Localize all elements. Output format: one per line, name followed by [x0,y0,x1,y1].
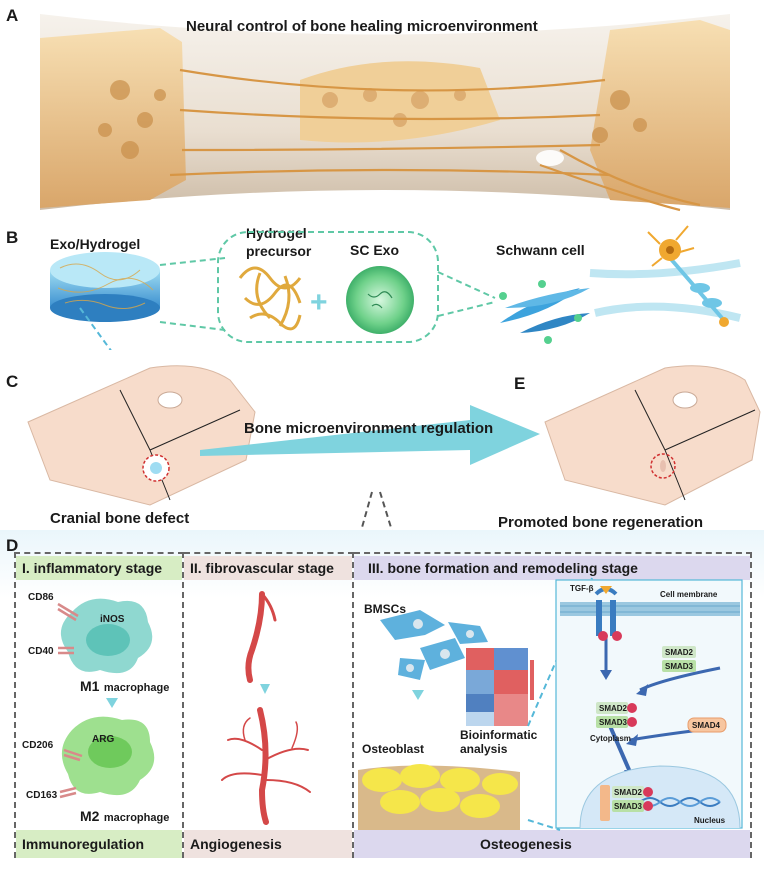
vessel-arrow [260,684,270,694]
tgfb-label: TGF-β [570,584,594,593]
stage1-header: I. inflammatory stage [16,556,182,580]
hydrogel-precursor-line1: Hydrogel [246,225,307,241]
bioinformatic-line1: Bioinformatic [460,728,538,742]
osteoblast-tissue [358,764,520,830]
panel-b: B Exo/Hydrogel Hydrogel precursor SC Exo… [0,218,764,350]
smad3-nuc-label: SMAD3 [614,802,643,811]
m1-suffix: macrophage [103,682,170,694]
panel-c-e: C E Bone microenvironment regulation Cra… [0,350,764,531]
stage2-header: II. fibrovascular stage [184,556,352,580]
smad2-nuc-label: SMAD2 [614,788,643,797]
bioinformatic-line2: analysis [460,742,508,756]
osteogenesis-footer: Osteogenesis [354,830,750,858]
cranial-defect-label: Cranial bone defect [50,510,190,527]
m1-prefix: M1 [80,678,100,694]
m1-macrophage [57,598,153,674]
sc-exo-vesicle [346,266,414,334]
skull-regenerated [544,365,761,506]
angiogenesis-footer: Angiogenesis [184,830,352,858]
schwann-cell-shapes [499,280,590,344]
smad2-receptor-label: SMAD2 [665,648,694,657]
bone-nerve-illustration [40,14,730,212]
panel-b-graphics: + [50,225,741,350]
blood-vessels [221,591,311,825]
cd40-label: CD40 [28,646,54,657]
hydrogel-precursor-fibers [238,266,302,331]
m1-macrophage-label: M1 macrophage [80,678,169,696]
smad4-label: SMAD4 [692,721,721,730]
bmscs-label: BMSCs [364,602,407,616]
skull-with-defect [27,365,256,506]
m1-to-m2-arrow [106,698,118,708]
smad3-receptor-label: SMAD3 [665,662,694,671]
osteoblast-label: Osteoblast [362,742,425,756]
panel-d-graphics [57,577,743,831]
schwann-cell-label: Schwann cell [496,242,585,258]
m2-macrophage [59,716,155,799]
tgfb-pathway [555,579,743,829]
hydrogel-disk [50,252,160,322]
cd206-label: CD206 [22,740,54,751]
panel-letter-e: E [514,374,526,393]
immunoregulation-footer: Immunoregulation [16,830,182,858]
inos-label: iNOS [100,614,125,625]
cd163-label: CD163 [26,790,58,801]
panel-a-title: Neural control of bone healing microenvi… [186,18,538,35]
hydrogel-precursor-line2: precursor [246,243,312,259]
stage3-header: III. bone formation and remodeling stage [354,556,750,580]
panel-letter-a: A [6,6,19,25]
exo-hydrogel-label: Exo/Hydrogel [50,236,141,252]
panel-a: A Neural control of bone healing microen… [0,0,764,218]
m2-suffix: macrophage [103,812,170,824]
bmsc-arrow [412,690,424,700]
neuron [589,225,741,327]
sc-exo-label: SC Exo [350,242,400,258]
panel-d: D I. inflammatory stage II. fibrovascula… [0,530,764,869]
regulation-arrow [200,405,540,465]
bioinformatic-label: Bioinformatic analysis [460,728,537,756]
callout-dash [159,231,496,343]
panel-c-e-graphics [27,365,761,530]
smad2-cyto-label: SMAD2 [599,704,628,713]
promoted-regeneration-label: Promoted bone regeneration [498,514,704,531]
exo-to-defect-dash [79,307,112,350]
arg-label: ARG [92,734,115,745]
nucleus-label: Nucleus [694,816,726,825]
hydrogel-precursor-label: Hydrogel precursor [246,224,311,260]
plus-sign: + [310,286,328,319]
panel-letter-b: B [6,228,19,247]
panel-letter-c: C [6,372,19,391]
heatmap [466,648,534,726]
regulation-label: Bone microenvironment regulation [244,420,494,437]
m2-prefix: M2 [80,808,100,824]
panel-letter-d: D [6,536,19,555]
smad3-cyto-label: SMAD3 [599,718,628,727]
cell-membrane-label: Cell membrane [660,590,718,599]
cd86-label: CD86 [28,592,54,603]
bmsc-cells [380,610,488,680]
m2-macrophage-label: M2 macrophage [80,808,169,826]
cytoplasm-label: Cytoplasm [590,734,631,743]
